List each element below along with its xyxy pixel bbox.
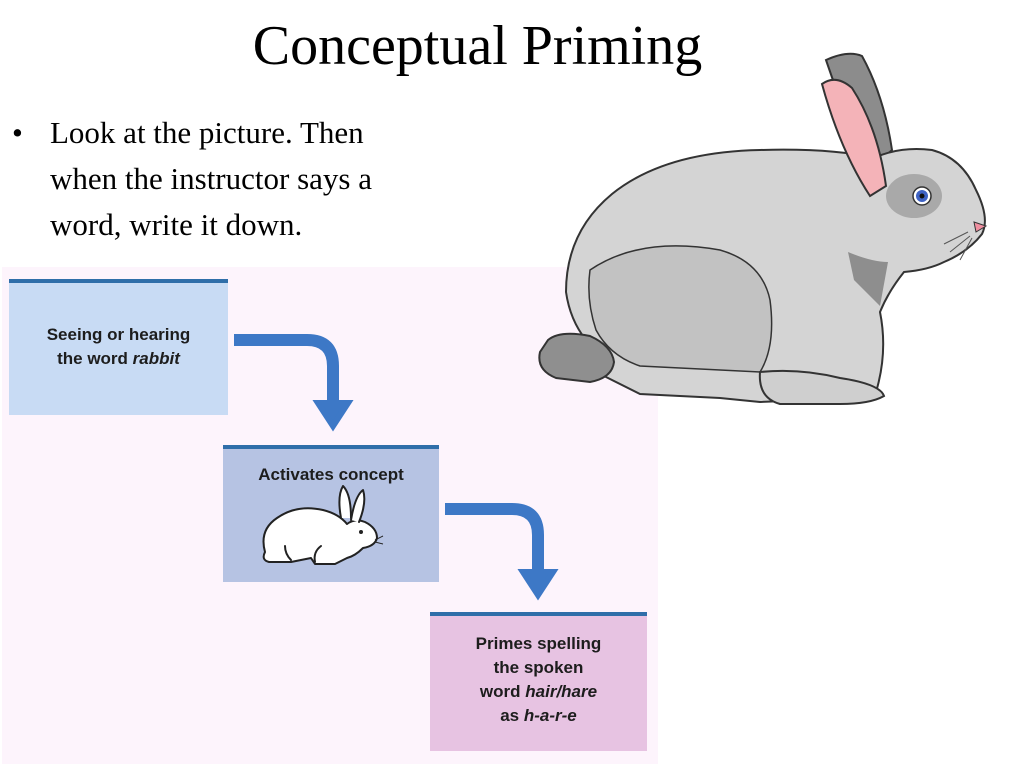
flow-arrow-1 — [234, 334, 354, 432]
bullet-marker: • — [12, 115, 23, 150]
step-text: as — [500, 706, 524, 725]
bullet-item: • Look at the picture. Then when the ins… — [12, 110, 482, 248]
step-text-line: as h-a-r-e — [430, 704, 647, 728]
step-box-seeing: Seeing or hearing the word rabbit — [9, 279, 228, 415]
slide-title: Conceptual Priming — [252, 15, 703, 77]
bullet-list: • Look at the picture. Then when the ins… — [12, 110, 482, 248]
bullet-line: word, write it down. — [50, 207, 303, 242]
step-box-primes: Primes spelling the spoken word hair/har… — [430, 612, 647, 751]
step-text: Primes spelling — [475, 634, 602, 653]
bullet-line: Look at the picture. Then — [50, 115, 364, 150]
step-text: Activates concept — [258, 465, 404, 484]
step-text-italic: hair/hare — [525, 682, 598, 701]
step-text-line: word hair/hare — [430, 680, 647, 704]
flow-arrow-2 — [445, 503, 559, 601]
step-text: word — [479, 682, 526, 701]
step-text: the spoken — [493, 658, 584, 677]
step-text-line: the word rabbit — [9, 347, 228, 371]
step-text-italic: rabbit — [132, 349, 180, 368]
rabbit-drawing-icon — [262, 485, 384, 565]
bullet-line: when the instructor says a — [50, 161, 372, 196]
step-text: the word — [57, 349, 133, 368]
step-text-italic: h-a-r-e — [523, 706, 577, 725]
step-text: Seeing or hearing — [46, 325, 191, 344]
